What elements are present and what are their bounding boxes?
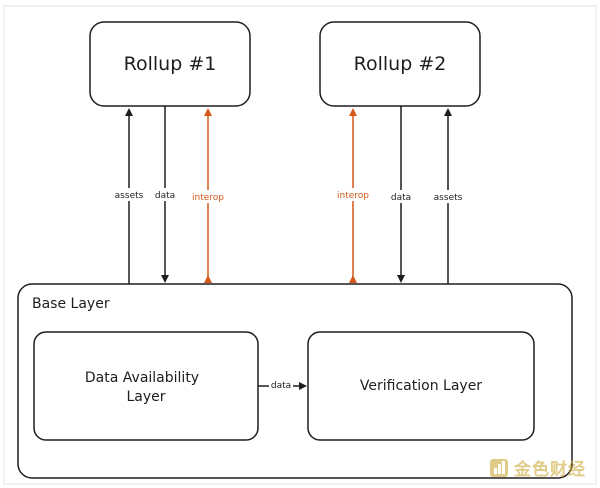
r2-interop-label: interop xyxy=(337,191,369,201)
watermark: 金色财经 xyxy=(489,455,586,480)
rollup-2-box xyxy=(319,21,481,107)
da-to-verification-label-bg xyxy=(269,379,293,391)
r2-data-label-bg xyxy=(387,190,415,203)
data-availability-label-line2: Layer xyxy=(126,389,165,405)
image-frame xyxy=(3,5,597,485)
data-availability-label-line1: Data Availability xyxy=(85,370,199,386)
r2-interop-label-bg xyxy=(335,188,371,201)
rollup-1-label: Rollup #1 xyxy=(124,53,217,75)
r1-assets-label: assets xyxy=(115,191,144,201)
rollup-1-box xyxy=(89,21,251,107)
da-to-verification-label: data xyxy=(271,381,291,391)
watermark-text: 金色财经 xyxy=(514,460,586,480)
verification-layer-label: Verification Layer xyxy=(360,378,482,394)
verification-layer-box xyxy=(307,331,535,441)
rollup-2-label: Rollup #2 xyxy=(354,53,447,75)
r2-assets-label: assets xyxy=(434,193,463,203)
r1-data-label: data xyxy=(155,191,175,201)
r1-interop-label: interop xyxy=(192,193,224,203)
r1-interop-label-bg xyxy=(190,190,226,203)
r1-data-label-bg xyxy=(151,188,179,201)
r2-data-label: data xyxy=(391,193,411,203)
data-availability-box xyxy=(33,331,259,441)
r1-assets-label-bg xyxy=(111,188,147,201)
r2-assets-label-bg xyxy=(430,190,466,203)
base-layer-label: Base Layer xyxy=(32,296,110,312)
watermark-logo-icon xyxy=(489,458,509,478)
